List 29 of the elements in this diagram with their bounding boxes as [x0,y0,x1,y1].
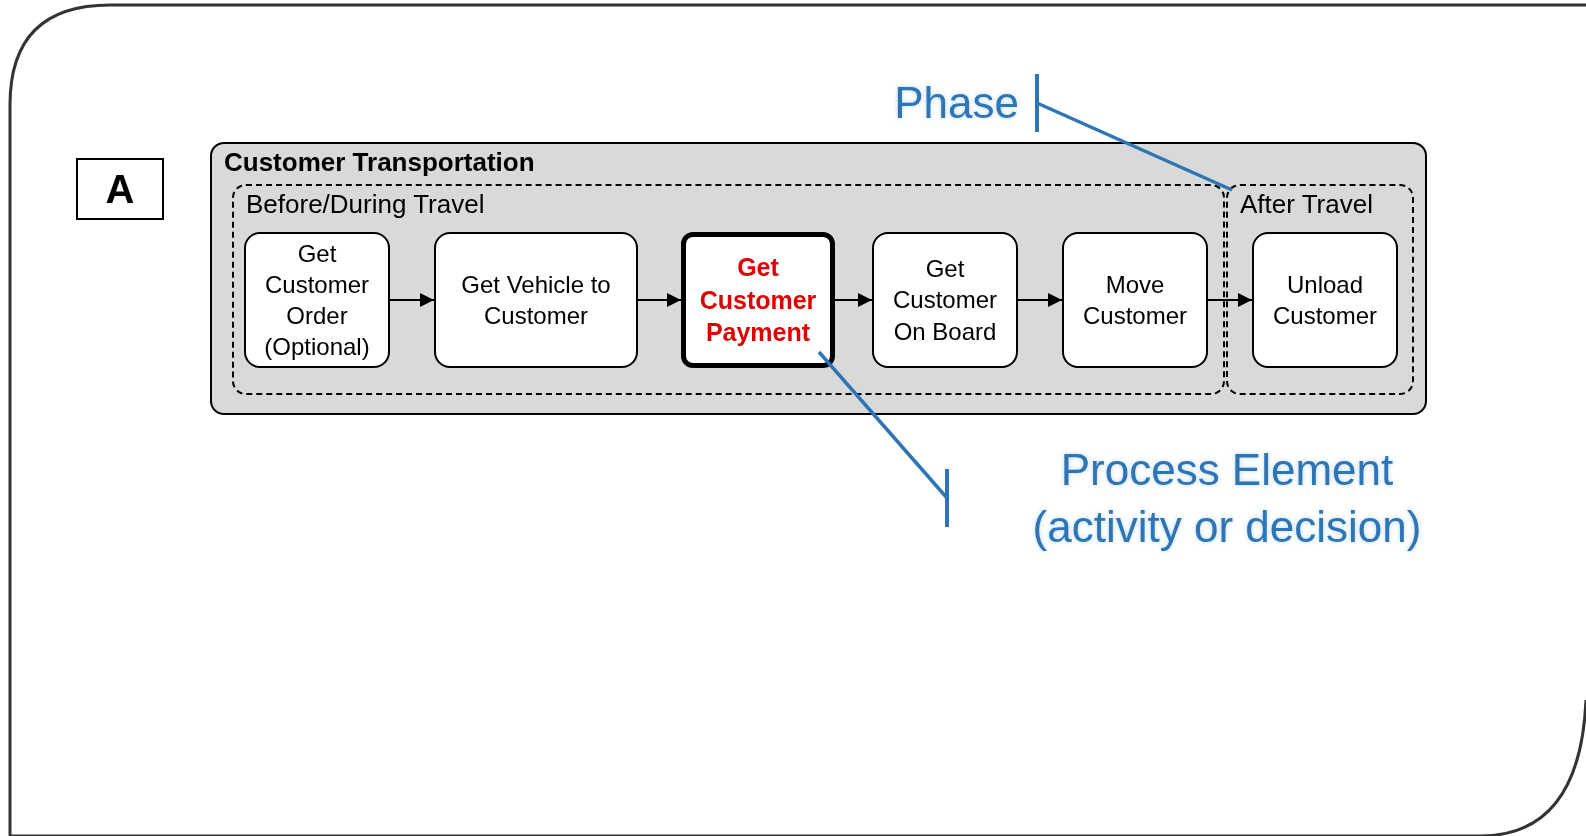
phase-box [232,184,1225,395]
leader-line [1035,72,1233,192]
process-box [1252,232,1398,368]
arrow [1017,293,1063,307]
arrow [1207,293,1253,307]
process-label: Move Customer [1082,269,1188,331]
process-box [1062,232,1208,368]
panel-label-box [76,158,164,220]
process-label: Get Customer On Board [892,254,998,347]
process-label: Unload Customer [1272,269,1378,331]
arrow [637,293,682,307]
process-group [210,142,1427,415]
arrow [389,293,435,307]
panel-letter: A [105,166,135,213]
process-label: Get Customer Payment [698,252,818,349]
group-title: Customer Transportation [224,146,535,179]
process-box [244,232,390,368]
leader-line [817,350,949,529]
callout-label: Phase [894,77,1020,130]
highlighted-process-box [681,232,835,368]
process-label: Get Vehicle to Customer [460,269,612,331]
arrow [834,293,873,307]
phase-box [1226,184,1414,395]
process-box [434,232,638,368]
callout-label: Process Element (activity or decision) [1031,443,1423,553]
process-label: Get Customer Order (Optional) [263,238,371,363]
phase-title: After Travel [1240,188,1373,221]
phase-title: Before/During Travel [246,188,485,221]
process-box [872,232,1018,368]
